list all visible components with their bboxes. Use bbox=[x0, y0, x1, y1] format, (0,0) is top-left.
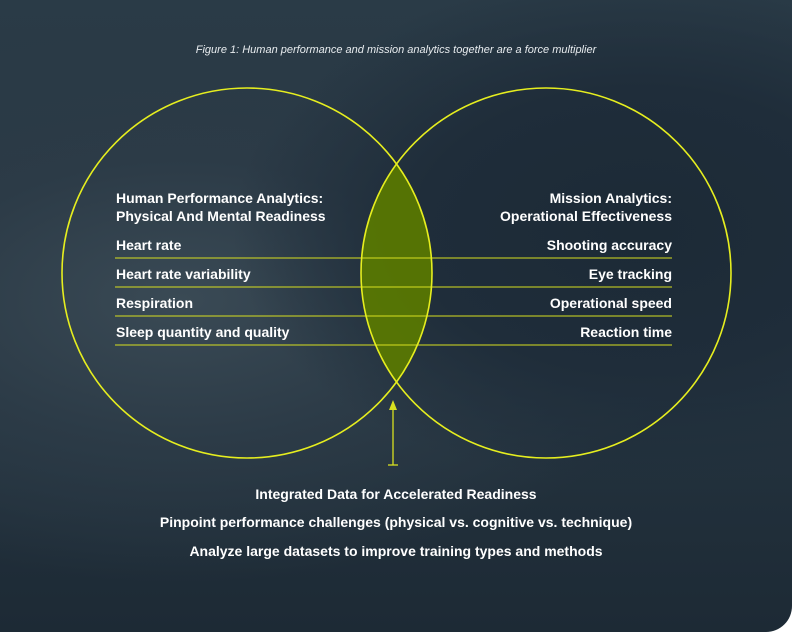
overlap-region bbox=[361, 88, 432, 458]
figure-caption: Figure 1: Human performance and mission … bbox=[195, 44, 597, 56]
diagram-card: Figure 1: Human performance and mission … bbox=[0, 0, 792, 632]
right-item: Reaction time bbox=[580, 324, 672, 340]
right-title-line2: Operational Effectiveness bbox=[500, 208, 672, 224]
right-title-line1: Mission Analytics: bbox=[549, 190, 672, 206]
left-item: Sleep quantity and quality bbox=[116, 324, 290, 340]
right-circle bbox=[360, 87, 732, 459]
bottom-title: Integrated Data for Accelerated Readines… bbox=[255, 486, 537, 502]
right-item: Eye tracking bbox=[588, 266, 672, 282]
left-title-line1: Human Performance Analytics: bbox=[116, 190, 324, 206]
bottom-line: Analyze large datasets to improve traini… bbox=[189, 543, 603, 559]
right-item: Shooting accuracy bbox=[546, 237, 672, 253]
venn-diagram bbox=[61, 87, 732, 466]
left-item: Respiration bbox=[116, 295, 194, 311]
left-item: Heart rate bbox=[116, 237, 182, 253]
left-title-line2: Physical And Mental Readiness bbox=[116, 208, 326, 224]
left-item: Heart rate variability bbox=[116, 266, 251, 282]
right-item: Operational speed bbox=[549, 295, 672, 311]
arrow-up-icon bbox=[388, 400, 398, 466]
left-circle bbox=[61, 87, 433, 459]
bottom-line: Pinpoint performance challenges (physica… bbox=[159, 514, 633, 530]
